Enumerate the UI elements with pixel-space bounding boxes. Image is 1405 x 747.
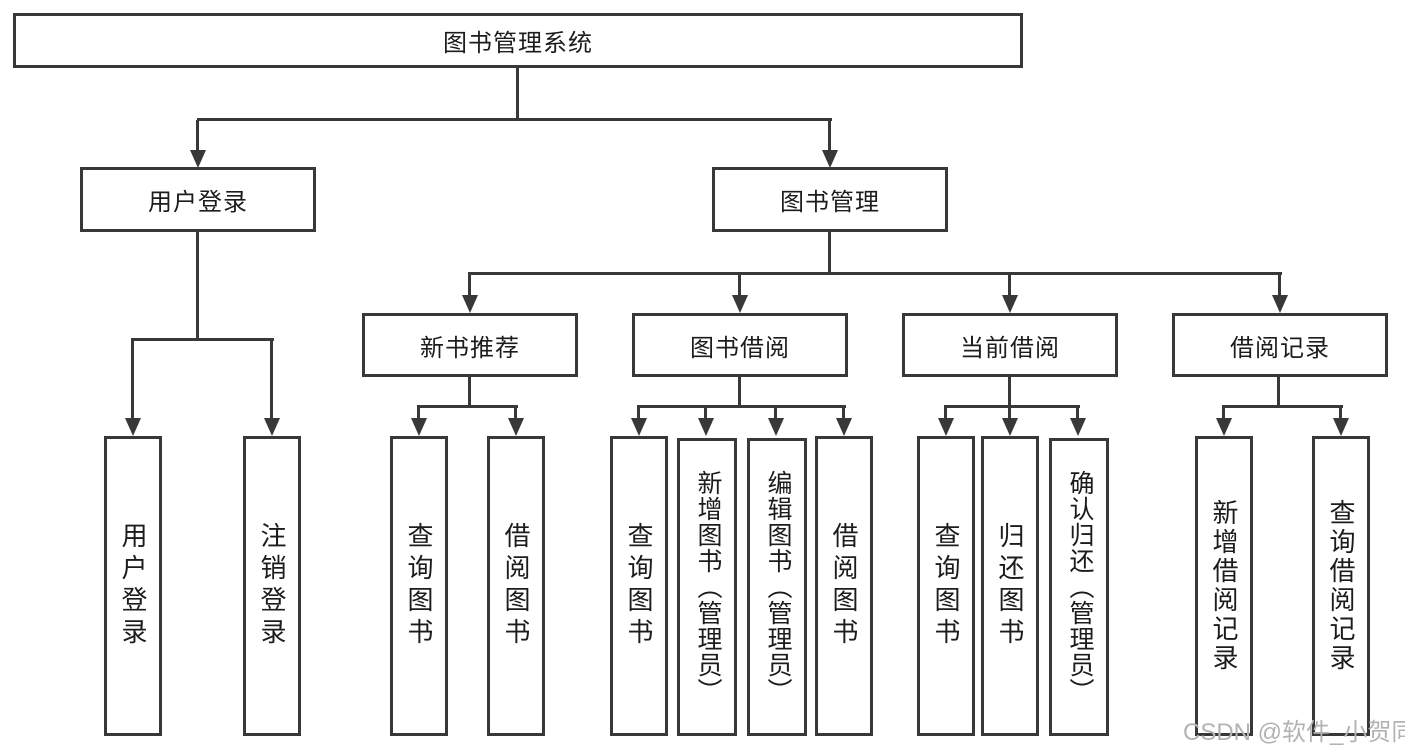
connector-root-bus [197, 118, 832, 121]
connector-borrow-records-drop-1 [1222, 405, 1225, 420]
connector-root-stem [516, 68, 519, 121]
connector-book-mgmt-drop-3 [1008, 274, 1011, 297]
connector-root-drop-right [828, 120, 831, 152]
node-borrow-records: 借阅记录 [1172, 313, 1388, 377]
arrowhead [1070, 418, 1086, 436]
node-root: 图书管理系统 [13, 13, 1023, 68]
arrowhead [836, 418, 852, 436]
node-user-login: 用户登录 [80, 167, 316, 232]
arrowhead [190, 150, 206, 168]
connector-book-mgmt-drop-2 [738, 274, 741, 297]
leaf-user-login: 用户登录 [104, 436, 162, 736]
arrowhead [768, 418, 784, 436]
arrowhead [631, 418, 647, 436]
connector-book-borrow-drop-2 [704, 405, 707, 420]
connector-user-login-bus [131, 338, 274, 341]
arrowhead [938, 418, 954, 436]
arrowhead [411, 418, 427, 436]
connector-borrow-records-stem [1277, 377, 1280, 408]
leaf-cb-return-books: 归还图书 [981, 436, 1039, 736]
node-book-management: 图书管理 [712, 167, 948, 232]
arrowhead [125, 418, 141, 436]
node-book-borrow: 图书借阅 [632, 313, 848, 377]
arrowhead [1002, 295, 1018, 313]
connector-user-login-stem [196, 232, 199, 341]
arrowhead [462, 295, 478, 313]
leaf-nb-borrow-books: 借阅图书 [487, 436, 545, 736]
arrowhead [1216, 418, 1232, 436]
connector-book-borrow-bus [637, 405, 846, 408]
leaf-logout: 注销登录 [243, 436, 301, 736]
csdn-watermark: CSDN @软件_小贺同学 [1183, 719, 1405, 746]
connector-current-borrow-drop-1 [944, 405, 947, 420]
connector-new-books-drop-1 [417, 405, 420, 420]
connector-root-drop-left [196, 120, 199, 152]
arrowhead [264, 418, 280, 436]
node-current-borrow: 当前借阅 [902, 313, 1118, 377]
connector-new-books-bus [417, 405, 518, 408]
connector-borrow-records-drop-2 [1339, 405, 1342, 420]
connector-book-borrow-drop-1 [637, 405, 640, 420]
leaf-bb-query-books: 查询图书 [610, 436, 668, 736]
connector-borrow-records-bus [1222, 405, 1343, 408]
arrowhead [1272, 295, 1288, 313]
connector-current-borrow-stem [1008, 377, 1011, 408]
arrowhead [698, 418, 714, 436]
connector-book-borrow-drop-4 [842, 405, 845, 420]
leaf-bb-add-books: 新增图书（管理员） [677, 438, 737, 736]
leaf-cb-confirm-return: 确认归还（管理员） [1049, 438, 1109, 736]
leaf-cb-query-books: 查询图书 [917, 436, 975, 736]
connector-book-borrow-stem [738, 377, 741, 408]
leaf-bb-edit-books: 编辑图书（管理员） [747, 438, 807, 736]
connector-book-mgmt-bus [468, 272, 1282, 275]
leaf-br-query-record: 查询借阅记录 [1312, 436, 1370, 736]
connector-current-borrow-drop-2 [1008, 405, 1011, 420]
arrowhead [732, 295, 748, 313]
connector-user-login-drop-1 [131, 340, 134, 420]
connector-new-books-stem [468, 377, 471, 408]
connector-user-login-drop-2 [270, 340, 273, 420]
leaf-br-add-record: 新增借阅记录 [1195, 436, 1253, 736]
connector-book-mgmt-stem [828, 232, 831, 275]
connector-book-mgmt-drop-4 [1278, 274, 1281, 297]
connector-book-mgmt-drop-1 [468, 274, 471, 297]
connector-book-borrow-drop-3 [774, 405, 777, 420]
arrowhead [1333, 418, 1349, 436]
arrowhead [508, 418, 524, 436]
connector-new-books-drop-2 [514, 405, 517, 420]
arrowhead [822, 150, 838, 168]
node-new-book-recommend: 新书推荐 [362, 313, 578, 377]
arrowhead [1002, 418, 1018, 436]
leaf-nb-query-books: 查询图书 [390, 436, 448, 736]
leaf-bb-borrow-books: 借阅图书 [815, 436, 873, 736]
connector-current-borrow-drop-3 [1076, 405, 1079, 420]
connector-current-borrow-bus [944, 405, 1080, 408]
